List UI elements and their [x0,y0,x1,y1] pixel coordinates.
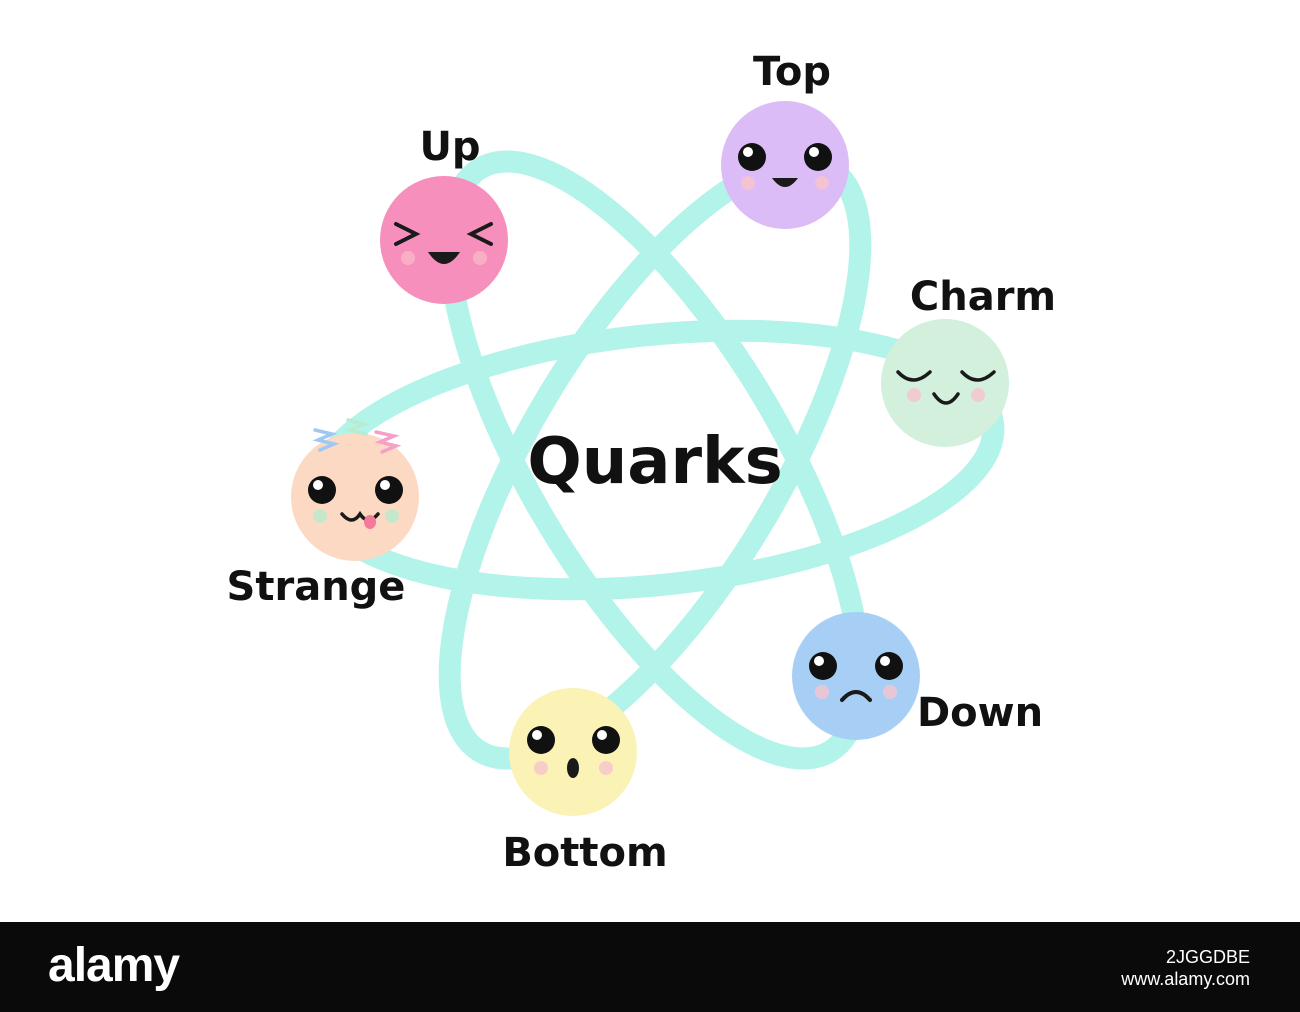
quark-label-top: Top [753,49,831,95]
eye-right [375,476,403,504]
smile-mouth [772,178,798,187]
orbit-diagonal-right [438,150,872,770]
quark-down: Down [792,612,1043,740]
image-id-block: 2JGGDBE www.alamy.com [1121,946,1250,990]
quark-label-strange: Strange [227,564,406,610]
quark-strange: Strange [227,418,419,610]
site-url: www.alamy.com [1121,969,1250,989]
quark-label-charm: Charm [910,274,1056,320]
eye-left [527,726,555,754]
image-id: 2JGGDBE [1165,947,1250,967]
eye-left [308,476,336,504]
quark-label-down: Down [917,690,1043,736]
quark-label-up: Up [419,124,480,170]
sad-mouth [840,690,872,702]
eye-left [809,652,837,680]
quark-charm: Charm [881,274,1056,447]
laughing-mouth [428,252,460,264]
quarks-diagram: Quarks Up Top [227,49,1057,876]
eye-right [592,726,620,754]
confetti-icon [312,418,402,454]
quark-ball [291,433,419,561]
closed-eyes-icon [896,370,996,405]
quark-ball [881,319,1009,447]
quark-ball [792,612,920,740]
quark-ball [380,176,508,304]
quark-bottom: Bottom [502,688,668,876]
eye-right [804,143,832,171]
quark-top: Top [721,49,849,229]
tongue [364,515,376,529]
eye-right [875,652,903,680]
eye-left [738,143,766,171]
diagram-title: Quarks [527,425,782,499]
quark-ball [509,688,637,816]
watermark-footer: alamy 2JGGDBE www.alamy.com [0,922,1300,1012]
quark-up: Up [380,124,508,304]
laughing-face-icon [394,222,493,246]
surprised-mouth [567,758,579,778]
alamy-logo: alamy [48,939,180,992]
quark-ball [721,101,849,229]
quark-label-bottom: Bottom [502,830,667,876]
